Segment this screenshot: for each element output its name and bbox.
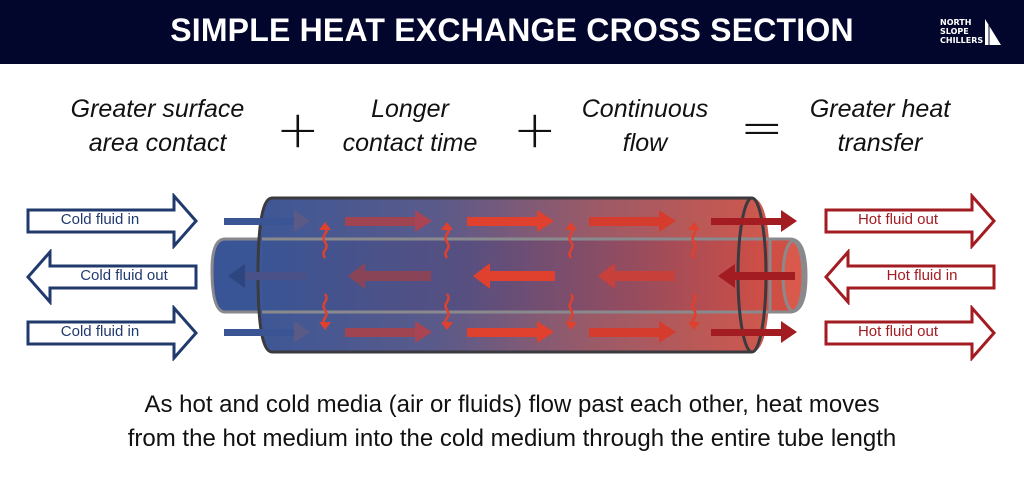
equation-row: Greater surface area contact + Longer co…: [0, 92, 1024, 172]
wavy-arrow-up: [565, 222, 577, 259]
term-surface-area: Greater surface area contact: [70, 95, 245, 157]
right-arrow-outline-icon: [26, 305, 198, 361]
left-arrow-outline-icon: [824, 249, 996, 305]
left-arrow-outline-icon: [26, 249, 198, 305]
hot-fluid-out-arrow-bottom: Hot fluid out: [824, 305, 996, 361]
heat-transfer-wavy-arrows: [319, 222, 700, 330]
wavy-arrow-down: [441, 293, 453, 330]
page-title: SIMPLE HEAT EXCHANGE CROSS SECTION: [170, 12, 854, 48]
cold-fluid-in-arrow-top: Cold fluid in: [26, 193, 198, 249]
wavy-arrow-down: [319, 293, 331, 330]
wavy-arrow-down: [565, 293, 577, 330]
wavy-arrow-down: [688, 293, 700, 330]
plus-operator: +: [513, 100, 557, 160]
cold-fluid-in-arrow-bottom: Cold fluid in: [26, 305, 198, 361]
term-contact-time: Longer contact time: [342, 95, 478, 157]
caption: As hot and cold media (air or fluids) fl…: [127, 391, 897, 452]
right-arrow-outline-icon: [824, 193, 996, 249]
right-arrow-outline-icon: [824, 305, 996, 361]
flow-arrows-top-row: [224, 210, 797, 232]
logo-text: NORTH SLOPE CHILLERS: [940, 18, 984, 45]
hot-fluid-out-arrow-top: Hot fluid out: [824, 193, 996, 249]
plus-operator: +: [276, 100, 320, 160]
right-arrow-outline-icon: [26, 193, 198, 249]
title-banner: SIMPLE HEAT EXCHANGE CROSS SECTION NORTH…: [0, 0, 1024, 64]
wavy-arrow-up: [688, 222, 700, 259]
cold-fluid-out-arrow: Cold fluid out: [26, 249, 198, 305]
term-continuous-flow: Continuous flow: [581, 95, 709, 157]
flow-arrows-bottom-row: [224, 321, 797, 343]
north-slope-chillers-logo: NORTH SLOPE CHILLERS: [940, 18, 1004, 48]
tube-cross-section: [210, 196, 808, 354]
hot-fluid-in-arrow: Hot fluid in: [824, 249, 996, 305]
equals-operator: =: [740, 98, 784, 158]
wavy-arrow-up: [441, 222, 453, 259]
sail-triangle-icon: [985, 19, 1001, 45]
wavy-arrow-up: [319, 222, 331, 259]
flow-arrows-middle-row: [228, 263, 795, 289]
term-greater-heat-transfer: Greater heat transfer: [809, 95, 951, 157]
heat-exchanger-diagram: Cold fluid in Cold fluid out Cold fluid …: [0, 185, 1024, 375]
